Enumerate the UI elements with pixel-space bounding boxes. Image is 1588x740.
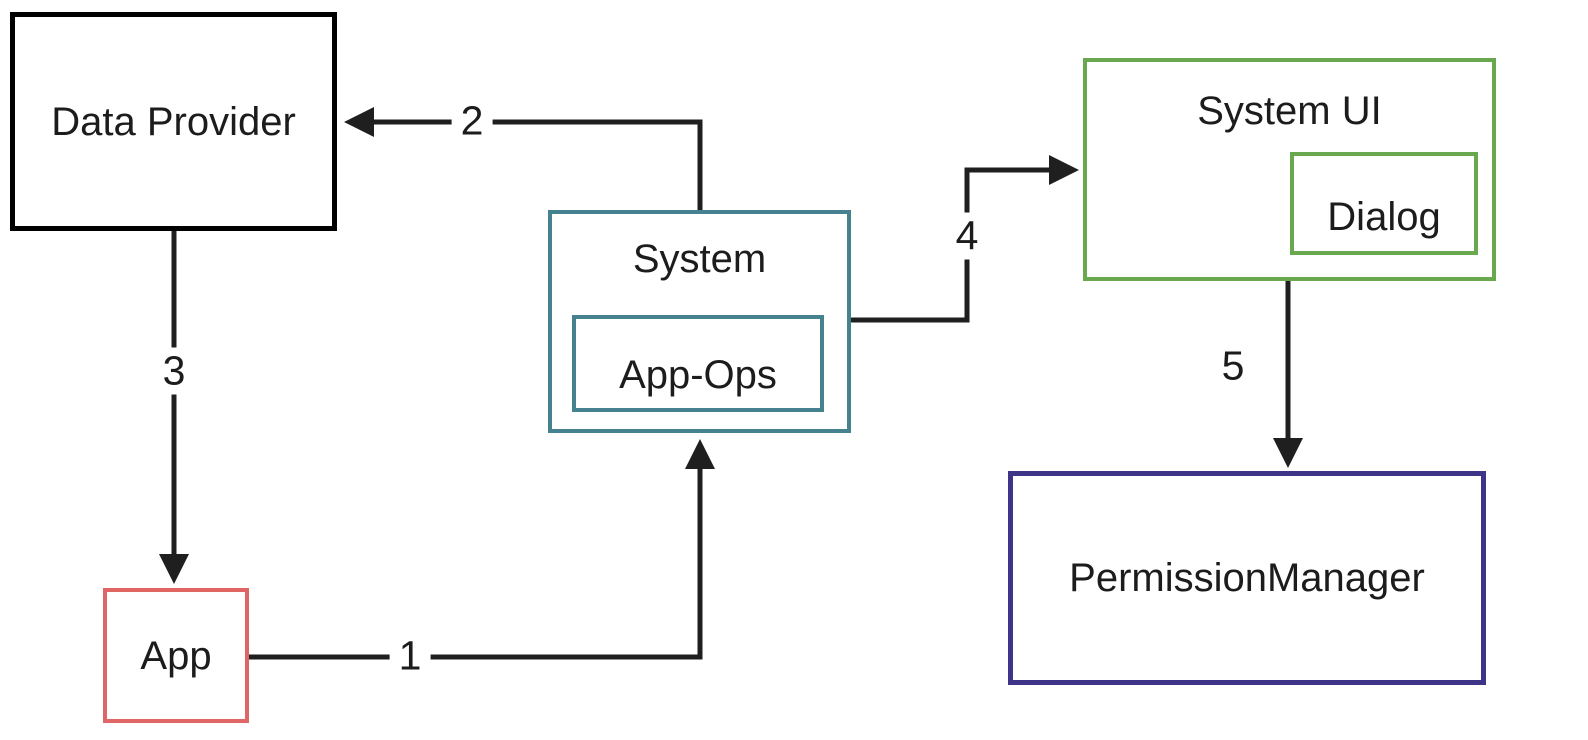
node-dialog-label: Dialog (1327, 194, 1441, 239)
node-system: System App-Ops (548, 210, 851, 433)
edge-1-arrow (249, 439, 715, 660)
edge-label-4: 4 (946, 212, 988, 260)
edge-2-arrow (344, 107, 703, 210)
node-app-ops: App-Ops (572, 315, 824, 412)
node-app-label: App (140, 633, 212, 678)
node-system-ui: System UI Dialog (1083, 58, 1496, 281)
node-dialog: Dialog (1290, 152, 1478, 255)
edge-label-2: 2 (451, 97, 493, 145)
node-app-ops-label: App-Ops (619, 352, 777, 397)
edge-label-3: 3 (153, 347, 195, 395)
node-data-provider: Data Provider (10, 12, 337, 231)
node-system-ui-label: System UI (1197, 89, 1382, 133)
edge-label-5: 5 (1217, 342, 1249, 390)
node-app: App (103, 588, 249, 723)
node-permission-manager: PermissionManager (1008, 471, 1486, 685)
node-permission-manager-label: PermissionManager (1069, 556, 1425, 600)
node-system-label: System (632, 237, 767, 281)
edge-label-1: 1 (389, 632, 431, 680)
node-data-provider-label: Data Provider (51, 99, 296, 144)
